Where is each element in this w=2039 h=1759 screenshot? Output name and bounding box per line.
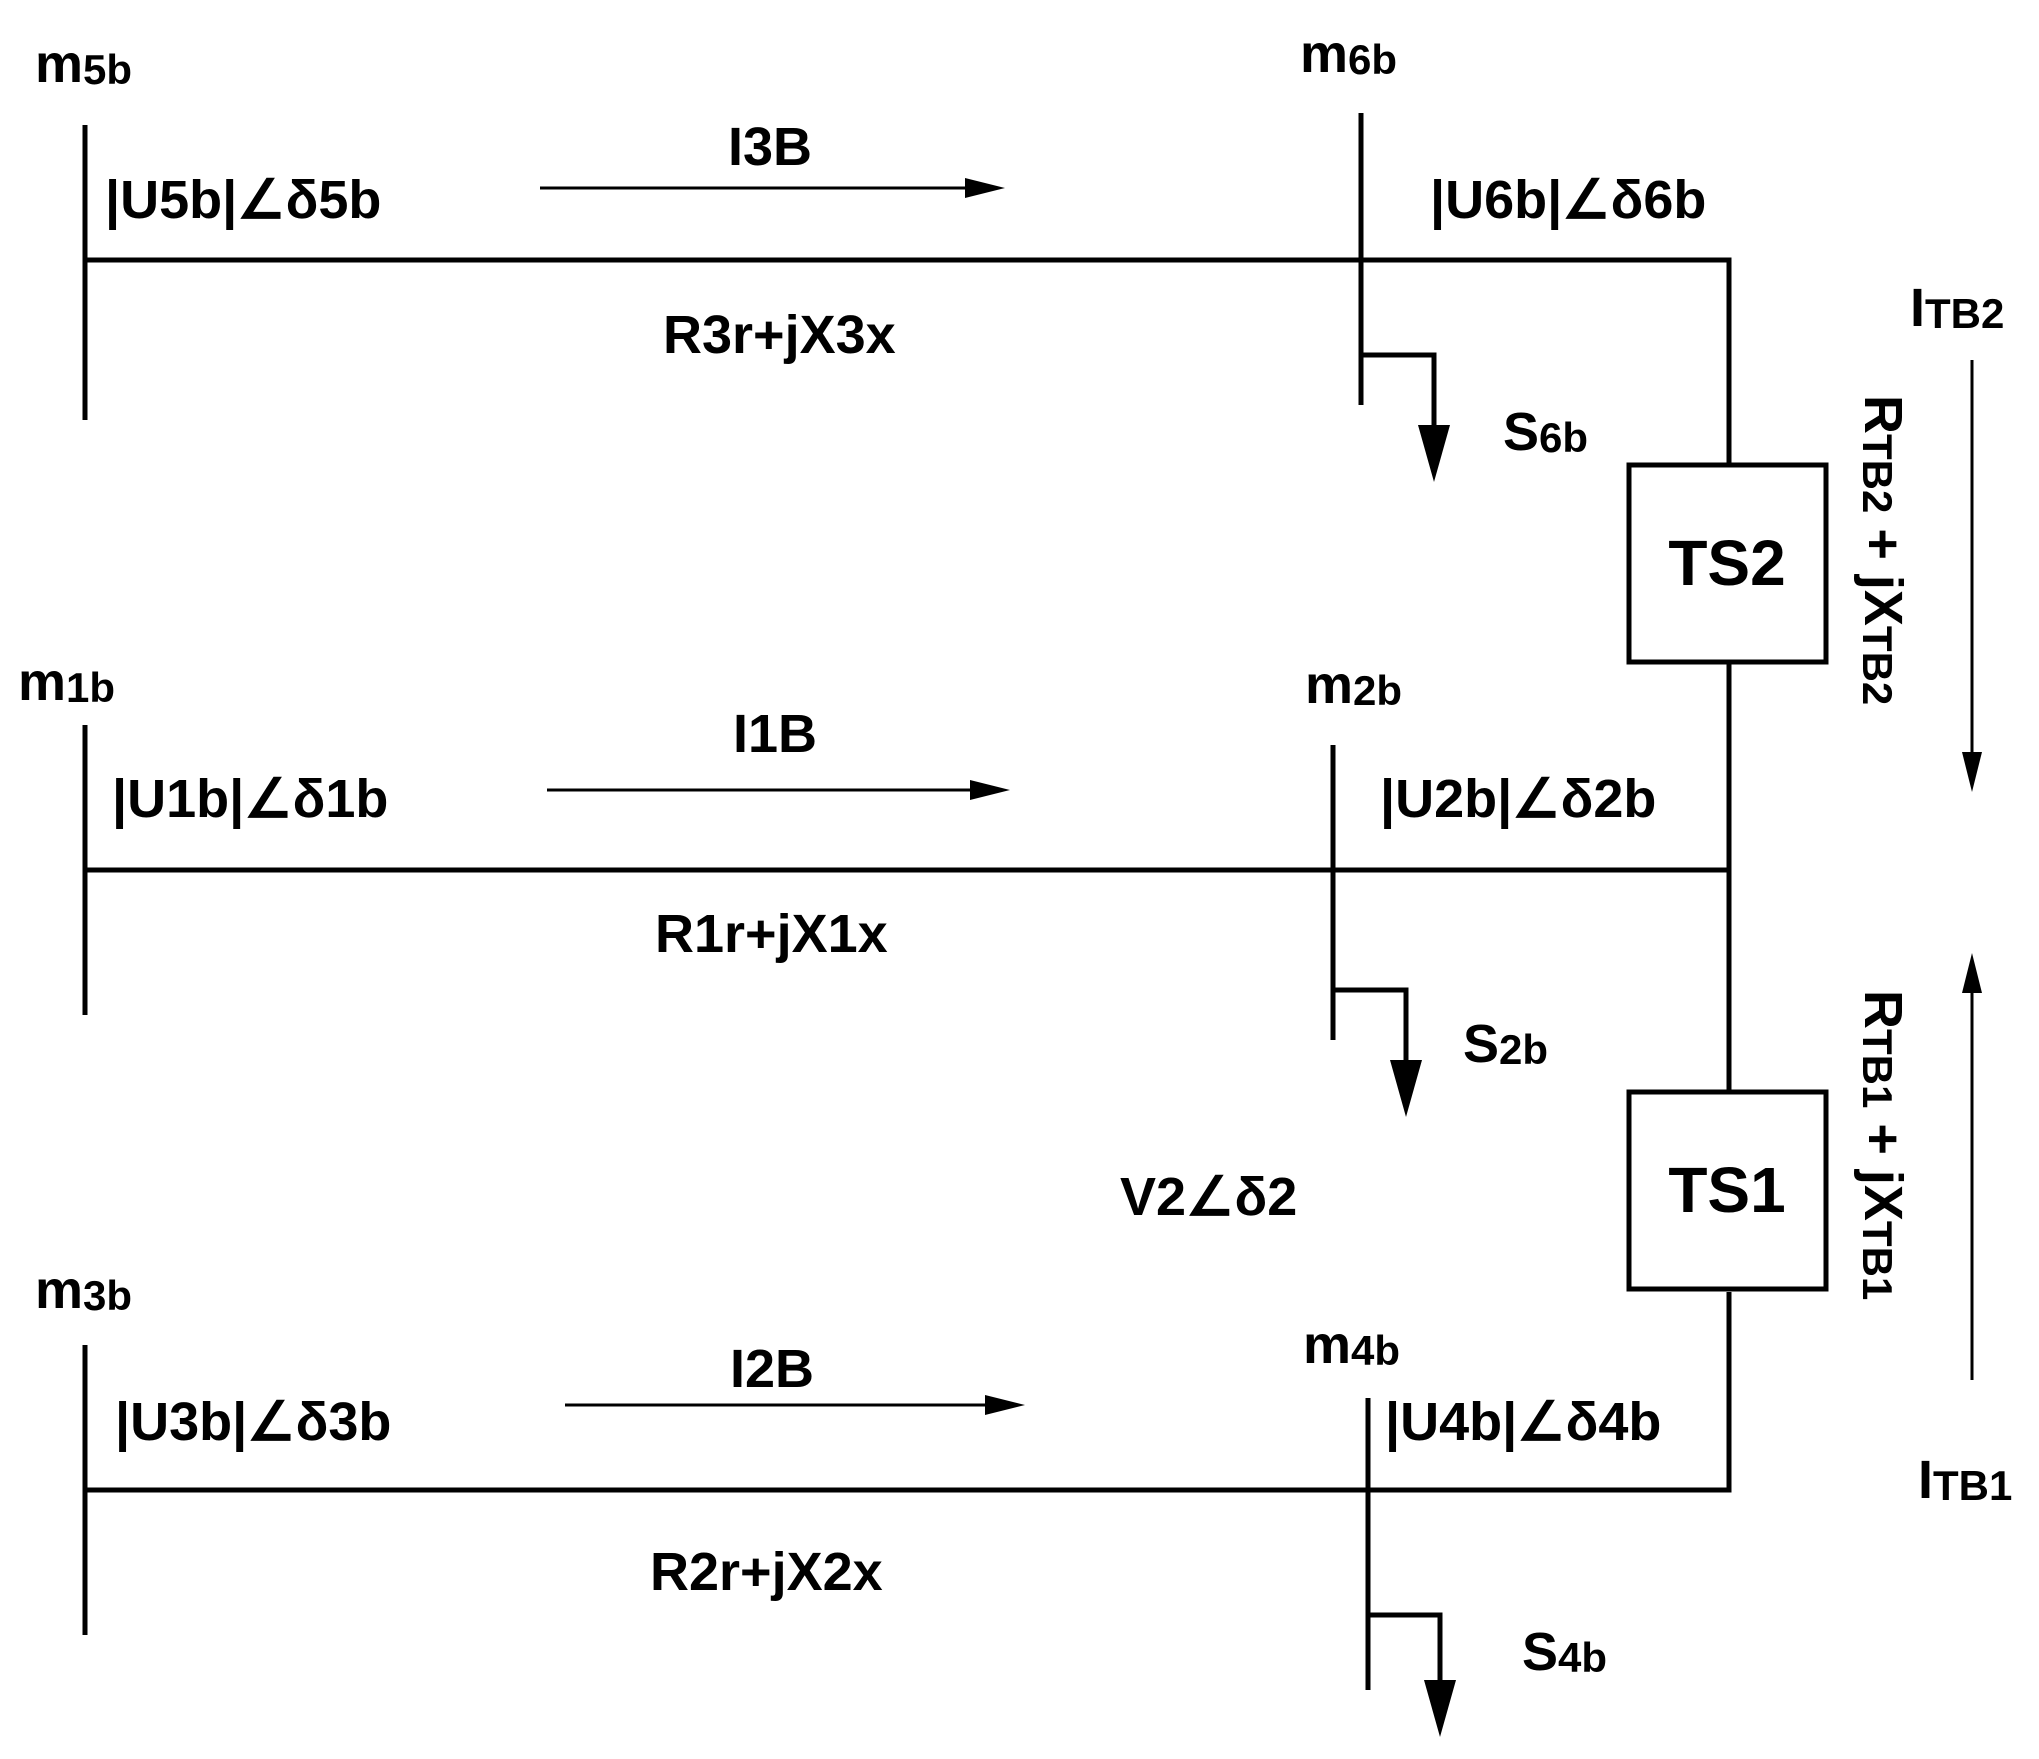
transformer-ts1-current-label: ITB1 [1918,1450,2012,1510]
source-voltage-label: V2∠δ2 [1120,1167,1297,1227]
transformer-ts2-current-label: ITB2 [1910,278,2004,338]
line-middle-current-arrowhead [970,780,1010,800]
bus-m4b-voltage: |U4b|∠δ4b [1385,1392,1661,1453]
line-middle-impedance: R1r+jX1x [655,904,888,964]
line-top-current: I3B [728,117,812,177]
transformer-ts1-impedance: RTB1 + jXTB1 [1853,990,1913,1300]
line-top-current-arrowhead [965,178,1005,198]
load-s2b-stub [1333,987,1409,1065]
transformer-ts2-label: TS2 [1668,527,1785,599]
line-top-impedance: R3r+jX3x [663,305,896,365]
load-s6b-label: S6b [1503,402,1588,462]
bus-m6b-voltage: |U6b|∠δ6b [1430,170,1706,231]
line-bottom-current: I2B [730,1339,814,1399]
bus-m1b-label: m1b [18,652,115,712]
load-s4b-label: S4b [1522,1622,1607,1682]
transformer-ts1-box [1626,1089,1829,1292]
load-s2b-label: S2b [1463,1014,1548,1074]
bus-m1b-voltage: |U1b|∠δ1b [112,769,388,830]
bus-m2b-label: m2b [1305,655,1402,715]
load-s6b-stub [1361,352,1437,430]
line-bottom-impedance: R2r+jX2x [650,1542,883,1602]
line-bottom [85,1292,1732,1493]
bus-m5b-label: m5b [35,34,132,94]
transformer-ts1-label: TS1 [1668,1154,1785,1226]
bus-m3b-voltage: |U3b|∠δ3b [115,1392,391,1453]
transformer-ts2-current-arrowhead [1962,752,1982,792]
bus-m3b-label: m3b [35,1260,132,1320]
load-s4b-stub [1368,1612,1443,1685]
line-middle-current: I1B [733,704,817,764]
bus-m4b-label: m4b [1303,1315,1400,1375]
bus-m2b-voltage: |U2b|∠δ2b [1380,769,1656,830]
transformer-ts2-impedance: RTB2 + jXTB2 [1853,395,1913,705]
bus-m6b-label: m6b [1300,24,1397,84]
load-s2b-arrow [1390,1060,1422,1117]
bus-m5b-voltage: |U5b|∠δ5b [105,170,381,231]
load-s6b-arrow [1418,425,1450,482]
line-top [85,257,1732,465]
load-s4b-arrow [1424,1680,1456,1737]
line-bottom-current-arrowhead [985,1395,1025,1415]
transformer-ts1-current-arrowhead [1962,953,1982,993]
